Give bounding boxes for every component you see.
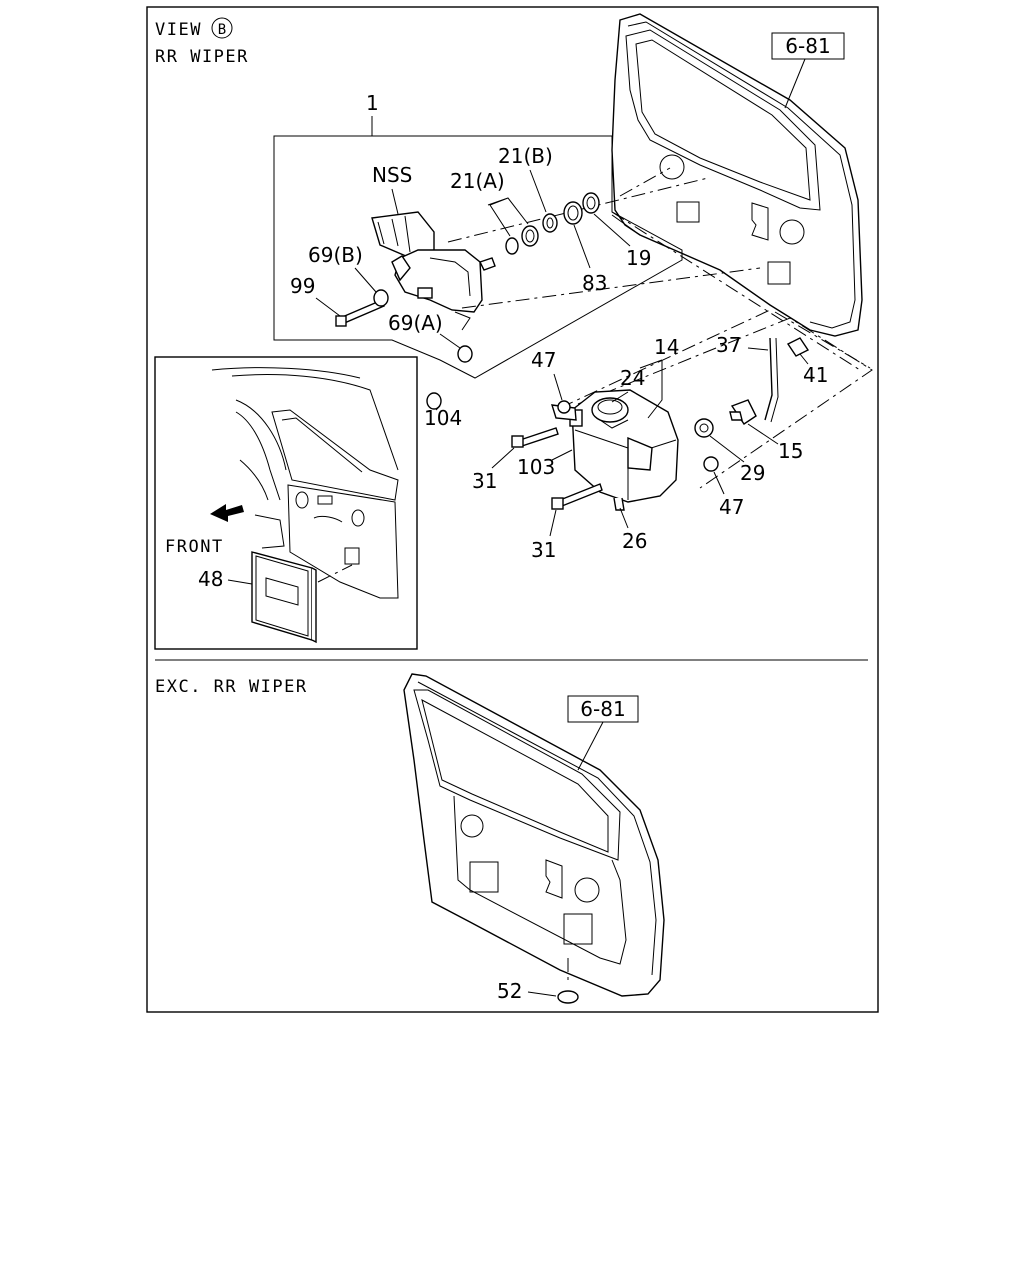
hose-37 <box>764 337 773 421</box>
bolt-31-lower <box>559 483 603 507</box>
group-label-1: 1 <box>366 91 379 115</box>
label-14: 14 <box>654 335 679 359</box>
nut-19 <box>582 192 600 214</box>
centerline-motor-mount <box>461 267 761 309</box>
label-47-upper: 47 <box>531 348 556 372</box>
seal-83 <box>563 201 583 225</box>
grommet-69b <box>373 289 389 307</box>
clip-41 <box>786 337 810 357</box>
label-41: 41 <box>803 363 828 387</box>
nut-47-lower <box>703 456 719 472</box>
ref-box-upper <box>771 32 845 60</box>
plug-52 <box>557 990 579 1004</box>
label-29: 29 <box>740 461 765 485</box>
grommet-69a <box>457 345 473 363</box>
label-24: 24 <box>620 366 645 390</box>
grommet-29 <box>694 418 714 438</box>
nut-104 <box>426 392 442 410</box>
rr-wiper-label: RR WIPER <box>155 47 249 67</box>
bushing-21a <box>521 225 539 247</box>
washer-21a <box>505 237 519 255</box>
washer-tank <box>551 389 679 511</box>
label-48: 48 <box>198 567 223 591</box>
label-103: 103 <box>517 455 555 479</box>
label-21b: 21(B) <box>498 144 553 168</box>
label-99: 99 <box>290 274 315 298</box>
ref-leader-upper <box>784 58 806 109</box>
centerline-tank <box>577 317 873 489</box>
bolt-31-upper <box>519 427 559 447</box>
tailgate-upper <box>611 13 863 337</box>
wiper-motor <box>371 211 496 331</box>
label-47-lower: 47 <box>719 495 744 519</box>
nut-47-upper <box>557 400 571 414</box>
inset-frame <box>154 356 418 650</box>
label-31-lower: 31 <box>531 538 556 562</box>
diagram-frame <box>146 6 879 1013</box>
ref-box-lower-text: 6-81 <box>580 697 625 721</box>
label-19: 19 <box>626 246 651 270</box>
inset-interior <box>211 367 399 599</box>
label-31-upper: 31 <box>472 469 497 493</box>
front-label: FRONT <box>165 537 224 557</box>
centerline-motor-shaft <box>447 177 709 243</box>
ref-leader-lower <box>577 721 604 771</box>
label-21a: 21(A) <box>450 169 505 193</box>
label-69b: 69(B) <box>308 243 363 267</box>
view-label: VIEW <box>155 20 202 40</box>
label-69a: 69(A) <box>388 311 443 335</box>
label-83: 83 <box>582 271 607 295</box>
label-nss: NSS <box>372 163 412 187</box>
washer-21b <box>542 213 558 233</box>
front-arrow-icon <box>210 504 244 522</box>
view-mark: B <box>218 22 226 38</box>
view-mark-circle <box>211 17 233 39</box>
group-bracket-1 <box>273 135 683 379</box>
label-15: 15 <box>778 439 803 463</box>
tailgate-lower <box>403 673 665 997</box>
label-52: 52 <box>497 979 522 1003</box>
exc-rr-wiper-label: EXC. RR WIPER <box>155 677 308 697</box>
cover-48 <box>251 551 317 644</box>
label-37: 37 <box>716 333 741 357</box>
ref-box-upper-text: 6-81 <box>785 34 830 58</box>
label-104: 104 <box>424 406 462 430</box>
label-26: 26 <box>622 529 647 553</box>
